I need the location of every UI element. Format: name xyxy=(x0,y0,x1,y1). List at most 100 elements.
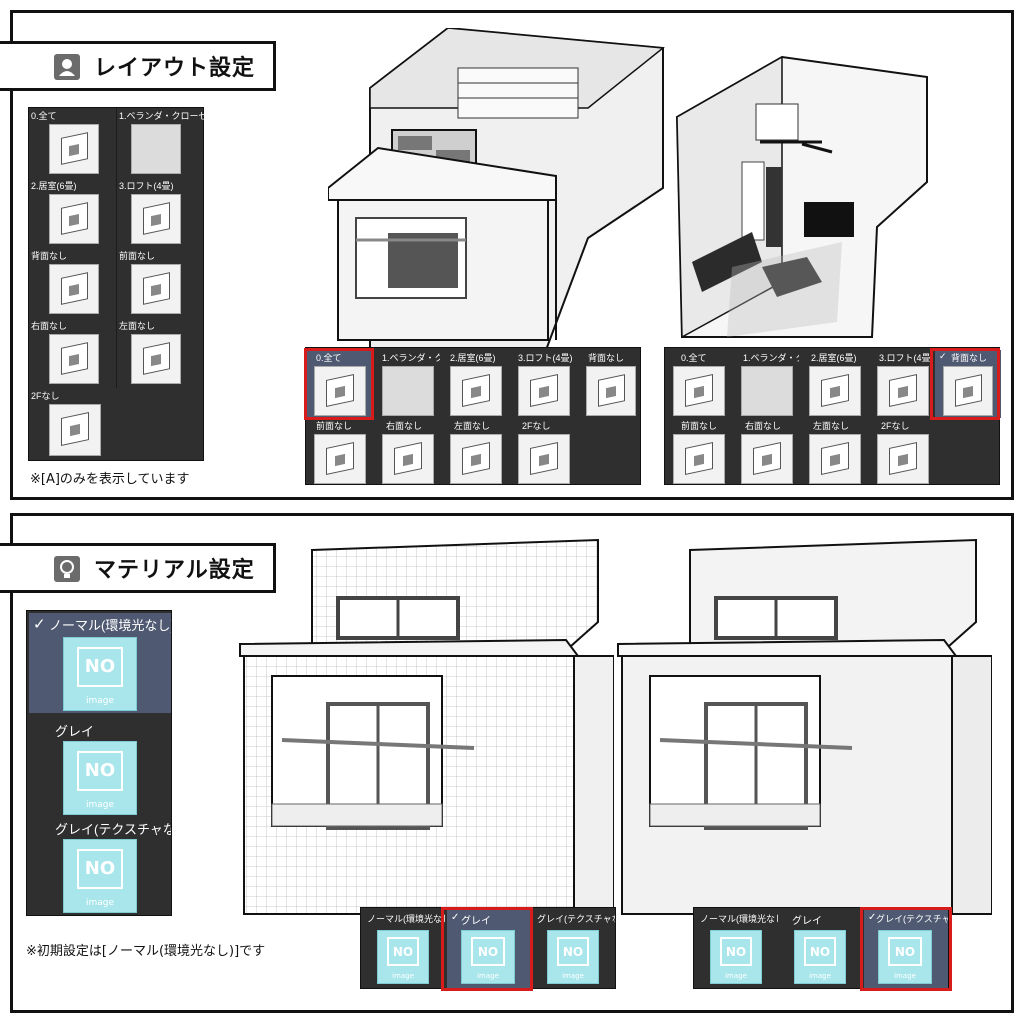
layout-option[interactable]: 右面なし xyxy=(733,418,799,486)
layout-list-item[interactable]: 背面なし xyxy=(29,248,116,318)
layout-thumbnail xyxy=(49,334,99,384)
layout-item-label: 2.居室(6畳) xyxy=(31,181,77,191)
layout-option[interactable]: 0.全て xyxy=(306,350,372,418)
layout-item-label: 右面なし xyxy=(31,321,68,331)
layout-option[interactable]: 前面なし xyxy=(306,418,372,486)
layout-item-label: 背面なし xyxy=(31,251,68,261)
layout-note: ※[A]のみを表示しています xyxy=(30,472,190,487)
layout-thumbnail xyxy=(131,264,181,314)
material-option[interactable]: グレイ(テクスチャなし) NO image xyxy=(533,910,615,988)
material-list-panel: ✓ ノーマル(環境光なし) NO image グレイ NO image グレイ(… xyxy=(26,610,172,916)
layout-thumbnail xyxy=(314,434,366,484)
layout-thumbnail xyxy=(518,434,570,484)
layout-thumbnail xyxy=(673,366,725,416)
no-image-thumbnail: NO image xyxy=(794,930,846,984)
no-image-subtext: image xyxy=(894,971,916,980)
material-option-label: ノーマル(環境光なし) xyxy=(700,914,778,924)
layout-option[interactable]: 左面なし xyxy=(442,418,508,486)
no-image-subtext: image xyxy=(562,971,584,980)
layout-option-label: 2Fなし xyxy=(522,421,551,431)
layout-option-label: 前面なし xyxy=(681,421,718,431)
layout-option[interactable]: 右面なし xyxy=(374,418,440,486)
layout-option[interactable]: 背面なし xyxy=(578,350,642,418)
no-image-text: NO xyxy=(888,937,922,967)
material-option[interactable]: ✓ ノーマル(環境光なし) NO image xyxy=(29,613,171,713)
layout-list-item[interactable]: 左面なし xyxy=(117,318,205,388)
material-option-label: グレイ xyxy=(792,916,822,927)
check-icon: ✓ xyxy=(451,912,460,923)
layout-option-label: 2Fなし xyxy=(881,421,910,431)
building-exterior-illustration xyxy=(328,28,665,348)
layout-panel-a: 0.全て 1.ベランダ・クロー 2.居室(6畳) 3.ロフト(4畳) 背面なし … xyxy=(305,347,641,485)
layout-thumbnail xyxy=(741,366,793,416)
plain-facade-illustration xyxy=(617,538,992,915)
material-option[interactable]: ✓ グレイ(テクスチャなし) NO image xyxy=(864,910,948,988)
layout-list-item[interactable]: 2.居室(6畳) xyxy=(29,178,116,248)
layout-list-panel: 0.全て 1.ベランダ・クローゼット 2.居室(6畳) 3.ロフト(4畳) 背面… xyxy=(28,107,205,462)
layout-thumbnail xyxy=(450,366,502,416)
light-bulb-icon xyxy=(54,556,80,582)
layout-option-label: 2.居室(6畳) xyxy=(450,353,496,363)
check-icon: ✓ xyxy=(868,912,877,923)
material-option[interactable]: ノーマル(環境光なし) NO image xyxy=(696,910,778,988)
layout-item-label: 前面なし xyxy=(119,251,156,261)
no-image-subtext: image xyxy=(85,695,115,706)
layout-option[interactable]: 2Fなし xyxy=(510,418,576,486)
no-image-thumbnail: NO image xyxy=(710,930,762,984)
layout-option[interactable]: 3.ロフト(4畳) xyxy=(510,350,576,418)
layout-list-item[interactable]: 右面なし xyxy=(29,318,116,388)
material-option[interactable]: グレイ NO image xyxy=(29,715,171,815)
layout-item-label: 3.ロフト(4畳) xyxy=(119,181,174,191)
layout-list-item[interactable]: 3.ロフト(4畳) xyxy=(117,178,205,248)
no-image-subtext: image xyxy=(809,971,831,980)
no-image-thumbnail: NO image xyxy=(461,930,515,984)
material-option[interactable]: ノーマル(環境光なし) NO image xyxy=(363,910,445,988)
layout-option-label: 2.居室(6畳) xyxy=(811,353,857,363)
layout-option[interactable]: 左面なし xyxy=(801,418,867,486)
layout-thumbnail xyxy=(809,434,861,484)
layout-section-heading: レイアウト設定 xyxy=(0,41,276,91)
layout-thumbnail xyxy=(131,124,181,174)
material-option[interactable]: グレイ NO image xyxy=(780,910,862,988)
layout-option[interactable]: 2.居室(6畳) xyxy=(801,350,867,418)
building-interior-illustration xyxy=(675,55,928,339)
layout-list-item[interactable]: 2Fなし xyxy=(29,388,116,462)
no-image-subtext: image xyxy=(725,971,747,980)
layout-item-label: 0.全て xyxy=(31,111,57,121)
layout-option-label: 1.ベランダ・クロー xyxy=(743,353,799,363)
no-image-subtext: image xyxy=(85,799,115,810)
layout-option[interactable]: 1.ベランダ・クロー xyxy=(374,350,440,418)
layout-thumbnail xyxy=(382,366,434,416)
no-image-text: NO xyxy=(557,937,589,967)
layout-option[interactable]: 2.居室(6畳) xyxy=(442,350,508,418)
no-image-text: NO xyxy=(804,937,836,967)
no-image-text: NO xyxy=(76,646,124,687)
no-image-subtext: image xyxy=(392,971,414,980)
layout-option-label: 3.ロフト(4畳) xyxy=(518,353,573,363)
selection-highlight xyxy=(441,907,533,991)
layout-thumbnail xyxy=(809,366,861,416)
layout-option-label: 背面なし xyxy=(951,353,988,363)
layout-option[interactable]: 前面なし xyxy=(665,418,731,486)
layout-list-item[interactable]: 前面なし xyxy=(117,248,205,318)
layout-thumbnail xyxy=(586,366,636,416)
layout-thumbnail xyxy=(450,434,502,484)
material-option-label: グレイ(テクスチャなし) xyxy=(876,914,948,924)
layout-option[interactable]: ✓ 背面なし xyxy=(935,350,1001,418)
material-option[interactable]: グレイ(テクスチャなし) NO image xyxy=(29,815,171,915)
layout-option[interactable]: 3.ロフト(4畳) xyxy=(869,350,935,418)
material-option[interactable]: ✓ グレイ NO image xyxy=(447,910,531,988)
no-image-text: NO xyxy=(720,937,752,967)
layout-option[interactable]: 0.全て xyxy=(665,350,731,418)
layout-option[interactable]: 2Fなし xyxy=(869,418,935,486)
no-image-text: NO xyxy=(471,937,505,967)
layout-list-item[interactable]: 0.全て xyxy=(29,108,116,178)
layout-item-label: 2Fなし xyxy=(31,391,60,401)
no-image-subtext: image xyxy=(85,897,115,908)
layout-list-item[interactable]: 1.ベランダ・クローゼット xyxy=(117,108,205,178)
layout-option-label: 背面なし xyxy=(588,353,625,363)
layout-option-label: 右面なし xyxy=(745,421,782,431)
selection-highlight xyxy=(860,907,952,991)
layout-option[interactable]: 1.ベランダ・クロー xyxy=(733,350,799,418)
no-image-text: NO xyxy=(76,848,124,889)
